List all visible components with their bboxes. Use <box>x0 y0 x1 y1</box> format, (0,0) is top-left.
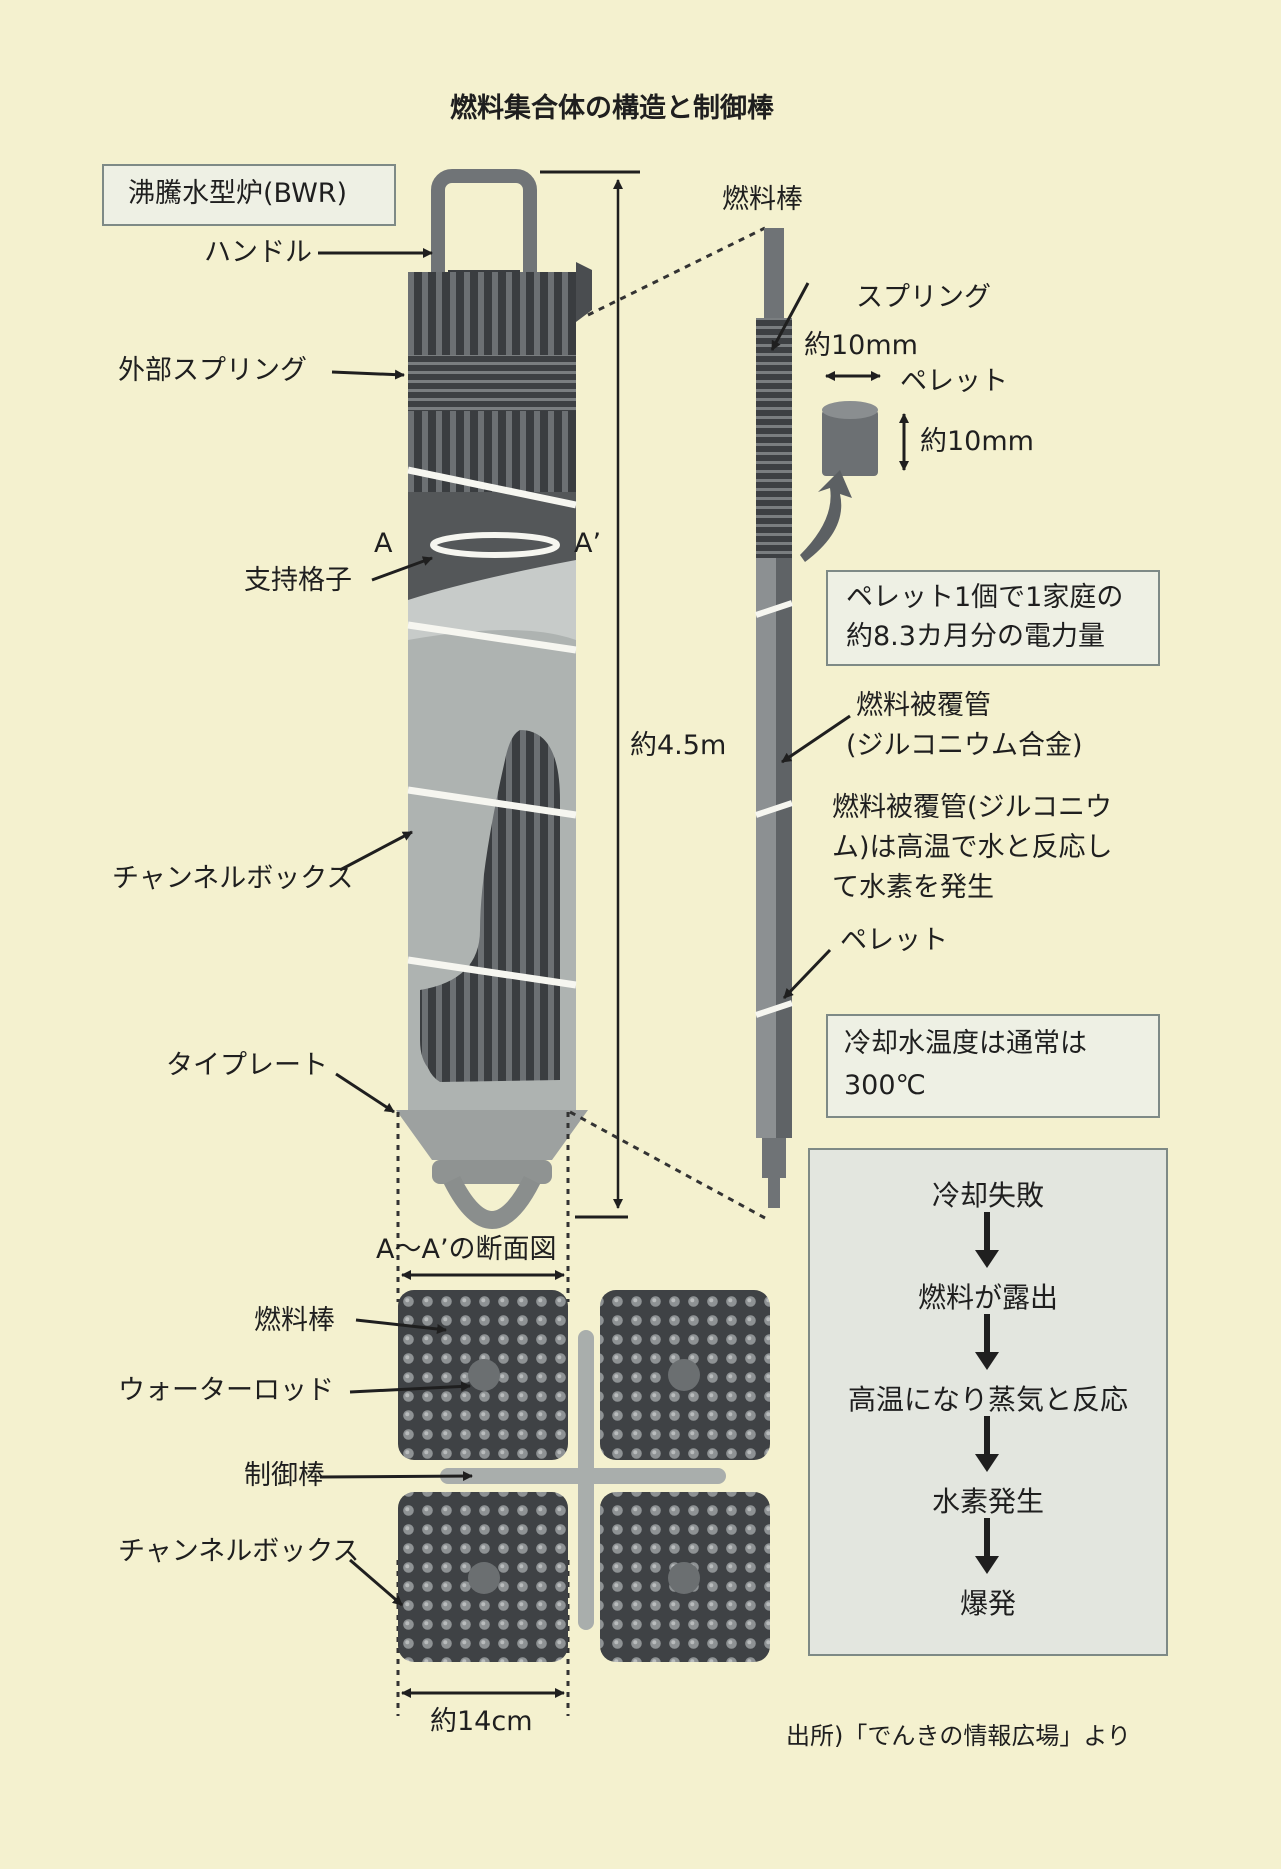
section-a-label: A <box>374 528 393 559</box>
down-arrow-icon <box>975 1250 999 1268</box>
outer-spring-shape <box>408 355 576 411</box>
cross-section-title: A〜A’の断面図 <box>376 1234 557 1265</box>
flow-step-3: 高温になり蒸気と反応 <box>847 1383 1128 1416</box>
down-arrow-icon <box>975 1454 999 1472</box>
down-arrow-icon <box>975 1352 999 1370</box>
cs-water-rod-label: ウォーターロッド <box>118 1375 334 1406</box>
reactor-type-label: 沸騰水型炉(BWR) <box>128 178 348 209</box>
fuel-assembly <box>396 169 592 1716</box>
channel-box-label: チャンネルボックス <box>112 863 354 894</box>
reactor-type-box: 沸騰水型炉(BWR) <box>102 164 396 226</box>
pellet-lower-label: ペレット <box>840 925 948 956</box>
cs-fuel-rod-label: 燃料棒 <box>254 1305 335 1336</box>
page-title: 燃料集合体の構造と制御棒 <box>450 93 774 124</box>
cs-width-label: 約14cm <box>430 1706 533 1737</box>
outer-spring-label: 外部スプリング <box>118 355 307 386</box>
flow-step-1: 冷却失敗 <box>931 1179 1044 1212</box>
hydrogen-note-line1: 燃料被覆管(ジルコニウ <box>832 792 1112 823</box>
cladding-label-line2: (ジルコニウム合金) <box>846 730 1083 761</box>
cs-channel-box-label: チャンネルボックス <box>118 1536 360 1567</box>
cs-control-rod-label: 制御棒 <box>244 1460 325 1491</box>
source-credit: 出所)「でんきの情報広場」より <box>786 1722 1131 1750</box>
flow-step-4: 水素発生 <box>931 1485 1044 1518</box>
pellet-energy-note: ペレット1個で1家庭の 約8.3カ月分の電力量 <box>826 570 1160 666</box>
section-a-prime-label: A’ <box>574 528 602 559</box>
cladding-label-line1: 燃料被覆管 <box>856 690 991 721</box>
flow-step-2: 燃料が露出 <box>917 1281 1058 1314</box>
coolant-line1: 冷却水温度は通常は <box>844 1028 1087 1059</box>
control-rod-horizontal <box>440 1468 726 1484</box>
flow-arrows <box>975 1212 999 1574</box>
hydrogen-note-line3: て水素を発生 <box>832 872 994 903</box>
down-arrow-icon <box>975 1556 999 1574</box>
tie-plate-label: タイプレート <box>166 1050 328 1081</box>
tie-plate-shape <box>396 1110 588 1160</box>
length-dimension <box>540 170 640 1219</box>
pellet-height-label: 約10mm <box>920 426 1034 457</box>
support-grid-shape <box>430 532 560 558</box>
cross-section <box>398 1270 770 1698</box>
pellet-energy-line1: ペレット1個で1家庭の <box>846 582 1124 613</box>
spring-label: スプリング <box>856 282 991 313</box>
accident-flow-box: 冷却失敗 燃料が露出 高温になり蒸気と反応 水素発生 爆発 <box>808 1148 1168 1656</box>
handle-label: ハンドル <box>204 237 312 268</box>
length-label: 約4.5m <box>630 730 727 761</box>
pellet-shape <box>822 410 878 476</box>
flow-step-5: 爆発 <box>959 1587 1016 1620</box>
rod-spring-shape <box>756 318 792 558</box>
support-grid-label: 支持格子 <box>244 565 352 596</box>
pellet-label: ペレット <box>900 366 1008 397</box>
coolant-line2: 300℃ <box>844 1070 926 1101</box>
hydrogen-note-line2: ム)は高温で水と反応し <box>832 832 1113 863</box>
pellet-width-label: 約10mm <box>804 330 918 361</box>
coolant-note: 冷却水温度は通常は 300℃ <box>826 1014 1160 1118</box>
fuel-rod-label: 燃料棒 <box>722 184 803 215</box>
leader-arrows <box>318 248 851 1607</box>
pellet-energy-line2: 約8.3カ月分の電力量 <box>846 621 1105 652</box>
